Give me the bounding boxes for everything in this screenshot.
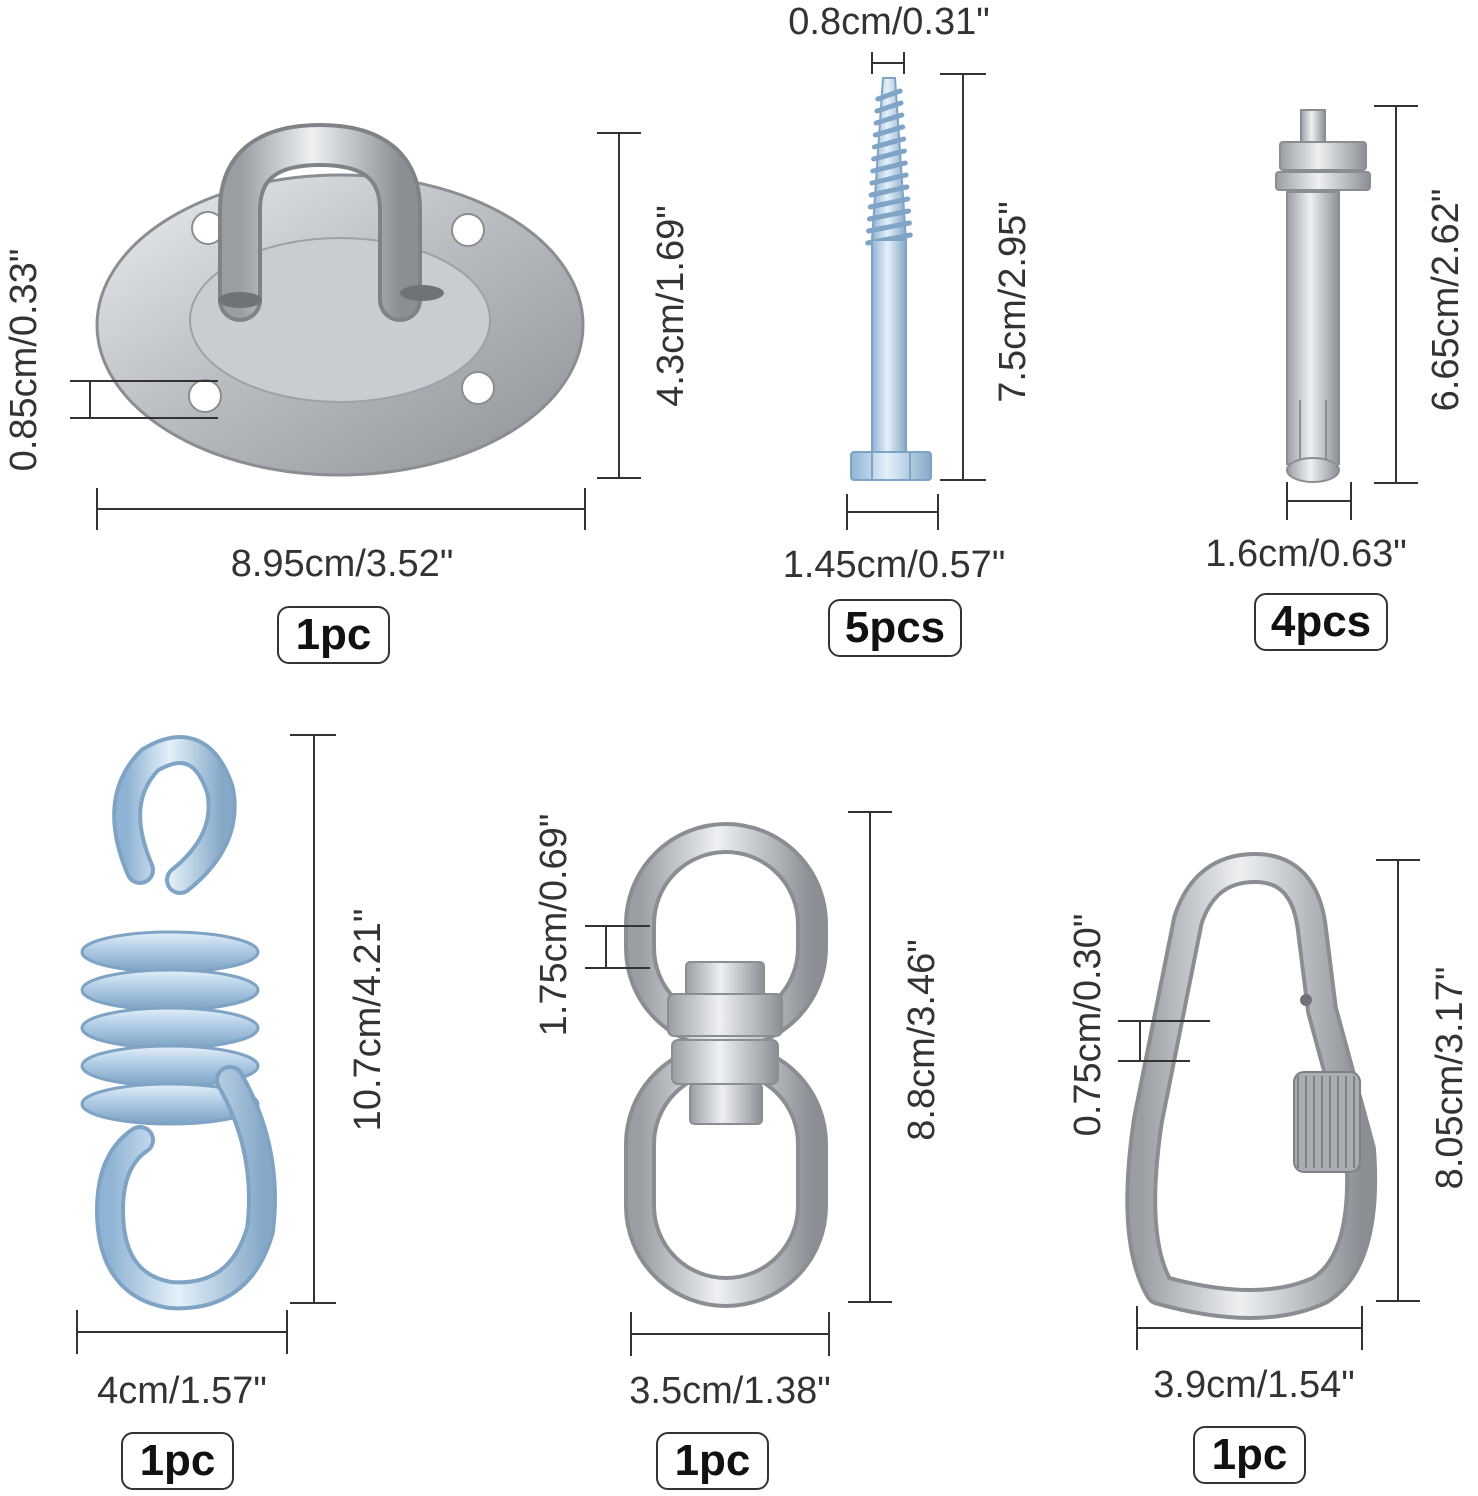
plate-quantity-badge: 1pc xyxy=(277,606,390,664)
carabiner-length-dimension xyxy=(1376,859,1420,1302)
swivel-width-label: 3.5cm/1.38" xyxy=(629,1370,831,1412)
bolt-width-label: 1.6cm/0.63" xyxy=(1205,533,1407,575)
spring-width-label: 4cm/1.57" xyxy=(97,1370,267,1412)
bolt-length-label: 6.65cm/2.62" xyxy=(1425,189,1467,412)
swivel-hook xyxy=(624,822,828,1308)
screw-head-dimension xyxy=(846,494,939,530)
ceiling-mount-plate xyxy=(95,122,585,477)
plate-width-dimension xyxy=(96,488,586,530)
bolt-quantity-badge: 4pcs xyxy=(1254,593,1388,651)
carabiner-quantity-badge: 1pc xyxy=(1193,1426,1306,1484)
swivel-length-label: 8.8cm/3.46" xyxy=(901,939,943,1141)
carabiner-width-dimension xyxy=(1136,1306,1363,1350)
plate-height-label: 4.3cm/1.69" xyxy=(650,205,692,407)
screw-tip-label: 0.8cm/0.31" xyxy=(788,1,990,43)
plate-hole-dimension xyxy=(70,380,218,419)
spring-hook xyxy=(80,735,277,1311)
plate-hole-label: 0.85cm/0.33" xyxy=(3,249,45,472)
screw-length-label: 7.5cm/2.95" xyxy=(992,201,1034,403)
bolt-width-dimension xyxy=(1286,482,1352,520)
spring-quantity-badge: 1pc xyxy=(121,1432,234,1490)
screw-tip-dimension xyxy=(871,52,905,74)
screw-head-label: 1.45cm/0.57" xyxy=(783,544,1006,586)
swivel-thickness-label: 1.75cm/0.69" xyxy=(533,814,575,1037)
plate-width-label: 8.95cm/3.52" xyxy=(231,543,454,585)
swivel-width-dimension xyxy=(630,1312,830,1356)
carabiner xyxy=(1125,852,1378,1320)
carabiner-length-label: 8.05cm/3.17" xyxy=(1429,967,1471,1190)
swivel-quantity-badge: 1pc xyxy=(656,1432,769,1490)
spring-width-dimension xyxy=(76,1310,288,1354)
plate-height-dimension xyxy=(597,132,641,479)
bolt-length-dimension xyxy=(1374,105,1418,484)
lag-screw xyxy=(850,77,932,481)
carabiner-thickness-label: 0.75cm/0.30" xyxy=(1067,914,1109,1137)
spring-length-label: 10.7cm/4.21" xyxy=(347,909,389,1132)
screw-length-dimension xyxy=(940,73,986,481)
expansion-bolt xyxy=(1275,109,1371,483)
carabiner-width-label: 3.9cm/1.54" xyxy=(1153,1364,1355,1406)
spring-length-dimension xyxy=(290,734,336,1304)
swivel-thickness-dimension xyxy=(585,925,650,969)
swivel-length-dimension xyxy=(848,811,892,1303)
carabiner-thickness-dimension xyxy=(1118,1020,1210,1062)
screw-quantity-badge: 5pcs xyxy=(828,599,962,657)
